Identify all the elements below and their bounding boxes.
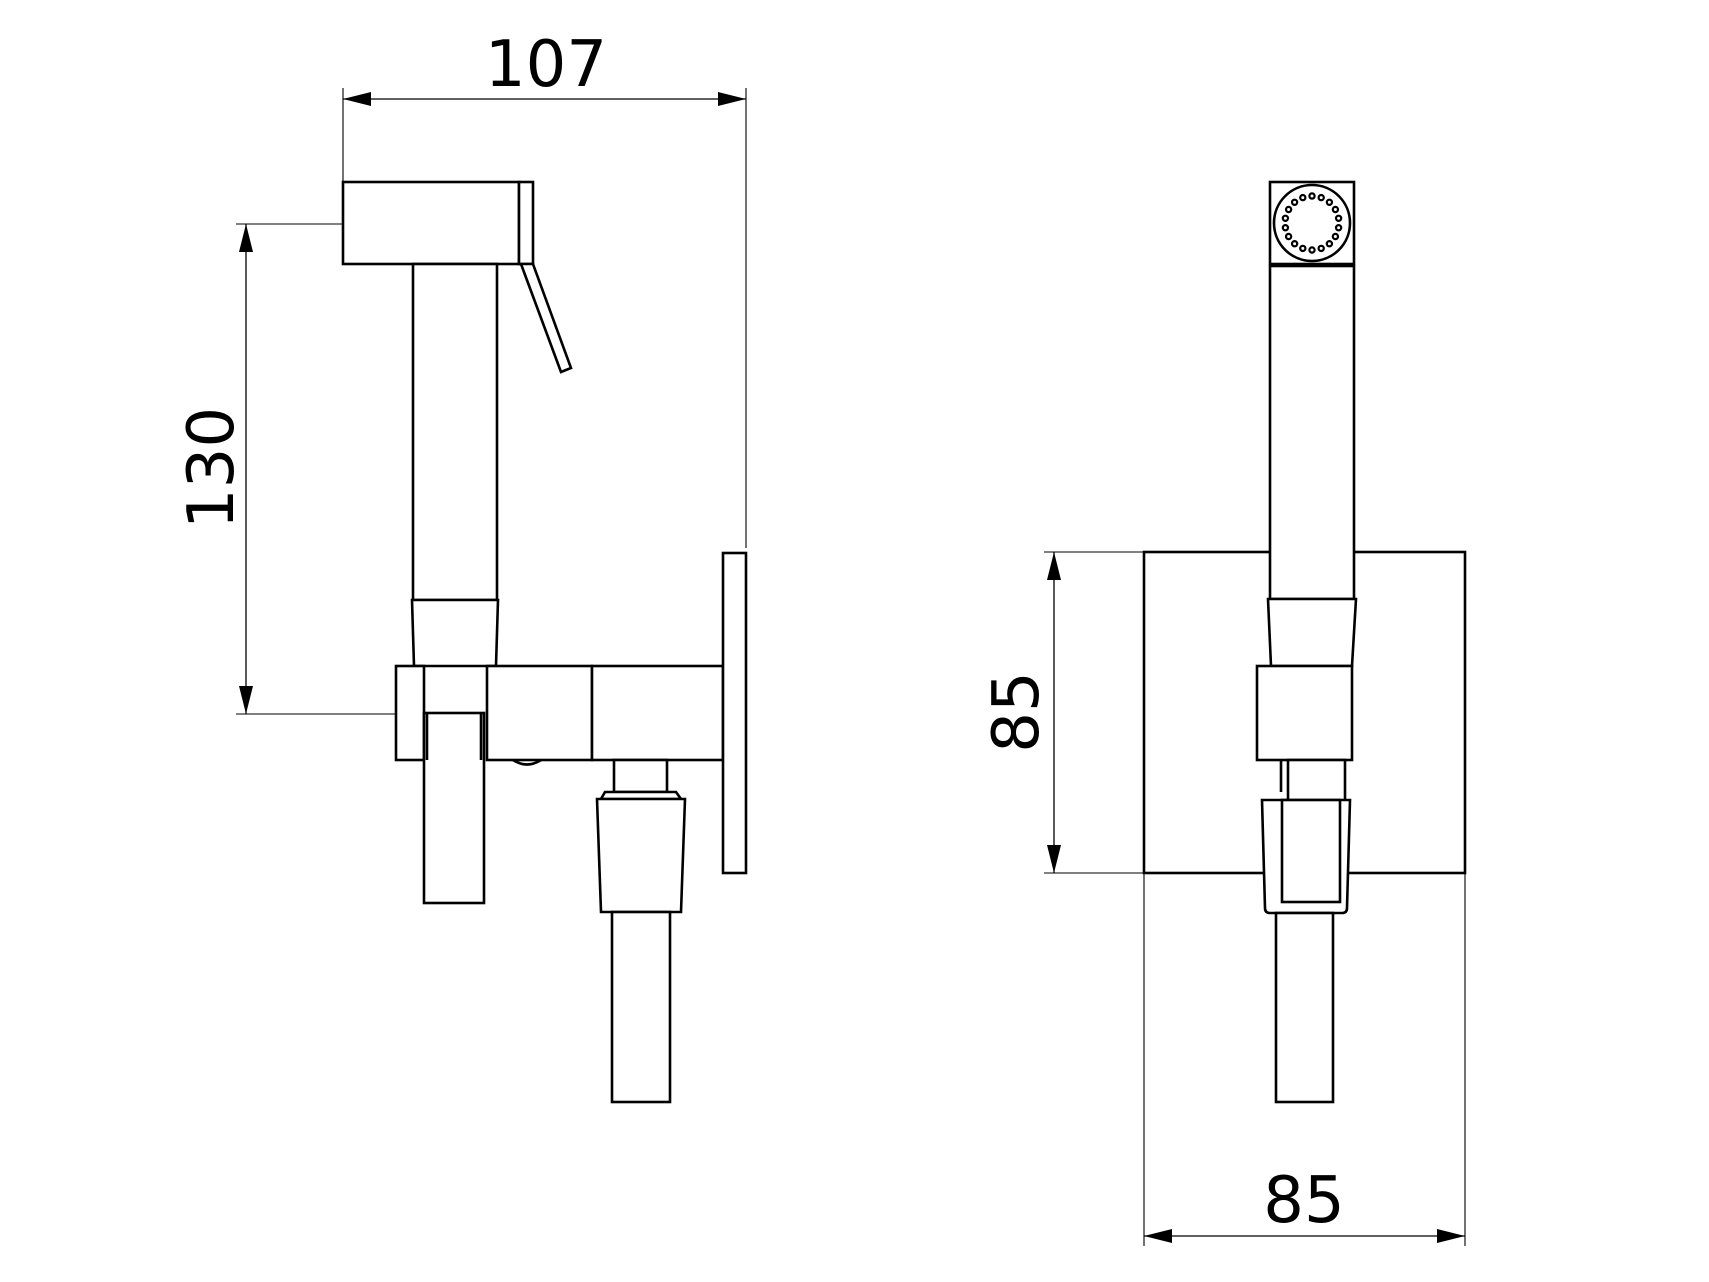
valve-body: [485, 664, 594, 762]
nozzle-hole-icon: [1308, 192, 1316, 200]
arrowhead-up-icon: [1047, 552, 1061, 580]
front-view: 85 85: [980, 180, 1467, 1246]
dimension-label-85-horizontal: 85: [1263, 1164, 1344, 1238]
arrowhead-right-icon: [1437, 1229, 1465, 1243]
dimension-130: 130: [175, 223, 396, 715]
nozzle-hole-icon: [1325, 198, 1334, 206]
nozzle-hole-icon: [1290, 239, 1299, 248]
wall-plate-side: [721, 551, 748, 875]
nozzle-hole-icon: [1317, 244, 1325, 253]
nozzle-hole-icon: [1325, 239, 1334, 248]
dimension-85-vertical: 85: [980, 551, 1143, 874]
nozzle-holes: [1281, 192, 1343, 254]
dimension-label-85-vertical: 85: [980, 671, 1054, 752]
dimension-label-107: 107: [485, 28, 607, 102]
nozzle-hole-icon: [1308, 246, 1316, 254]
valve-screw: [512, 758, 542, 766]
hose-insert: [1280, 798, 1342, 904]
nozzle-hole-icon: [1284, 232, 1293, 241]
nozzle-hole-icon: [1281, 223, 1290, 232]
nozzle-hole-icon: [1334, 214, 1343, 222]
nozzle-hole-icon: [1290, 198, 1299, 206]
nozzle-hole-icon: [1331, 232, 1340, 241]
handle-cone: [410, 598, 500, 668]
bracket-holder: [1255, 664, 1354, 762]
nozzle-hole-icon: [1299, 193, 1307, 202]
nozzle-hole-icon: [1334, 223, 1343, 232]
nozzle-hole-icon: [1331, 205, 1340, 214]
outlet-nipple: [612, 758, 669, 794]
side-view: 107 130: [175, 28, 748, 1104]
arrowhead-left-icon: [343, 92, 371, 106]
hose-connector: [422, 711, 486, 905]
handle-cone-front: [1266, 597, 1358, 668]
nozzle-hole-icon: [1317, 193, 1325, 202]
trigger-hinge: [517, 180, 535, 266]
dimension-107: 107: [342, 28, 747, 548]
nozzle-hole-icon: [1299, 244, 1307, 253]
hose: [610, 910, 672, 1104]
dimension-label-130: 130: [175, 407, 249, 529]
arrowhead-down-icon: [239, 686, 253, 714]
trigger-lever: [519, 262, 573, 374]
bracket-clip: [394, 664, 426, 762]
shower-handle-front: [1268, 264, 1356, 601]
arrowhead-down-icon: [1047, 845, 1061, 873]
spray-head: [341, 180, 521, 266]
dimension-85-horizontal: 85: [1143, 873, 1466, 1246]
shower-handle: [411, 262, 499, 602]
valve-stem: [590, 664, 725, 762]
outlet-nut: [595, 797, 687, 914]
nozzle-hole-icon: [1281, 214, 1290, 222]
arrowhead-left-icon: [1144, 1229, 1172, 1243]
arrowhead-right-icon: [718, 92, 746, 106]
nozzle-hole-icon: [1284, 205, 1293, 214]
hose-front: [1274, 911, 1335, 1104]
arrowhead-up-icon: [239, 224, 253, 252]
